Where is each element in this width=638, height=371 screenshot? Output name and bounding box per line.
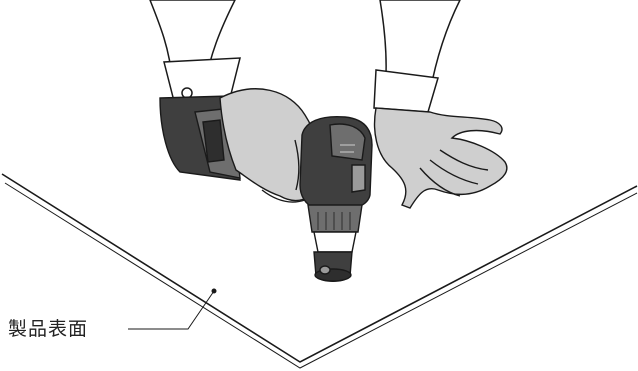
right-arm-sleeve: [374, 0, 460, 112]
drill-driver-icon: [300, 117, 372, 282]
callout-leader-line: [128, 289, 216, 329]
right-gloved-hand: [375, 108, 507, 208]
left-arm-sleeve: [150, 0, 240, 105]
callout-label: 製品表面: [8, 314, 88, 341]
